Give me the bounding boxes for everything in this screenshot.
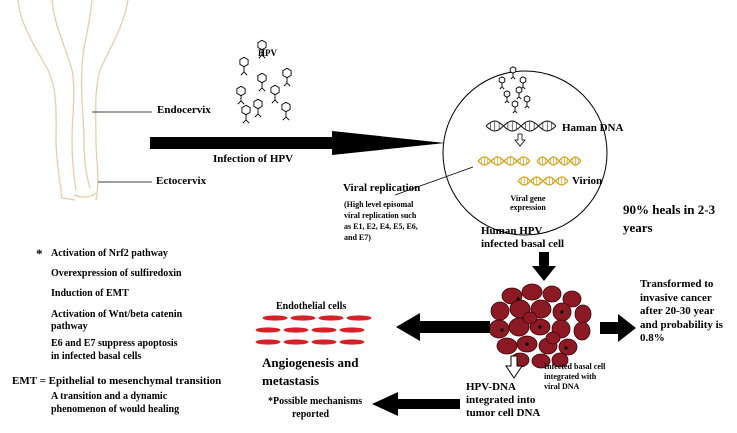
endothelial-cell (346, 315, 372, 321)
cell-nucleus (560, 310, 564, 314)
endothelial-cell (255, 339, 281, 345)
endothelial-cells (255, 315, 372, 345)
angiogenesis-label: Angiogenesis and metastasis (262, 355, 359, 388)
virion-label: Virion (572, 175, 603, 187)
tumor-cell (562, 290, 582, 308)
tumor-cell (558, 338, 578, 356)
endothelial-cell (255, 327, 281, 333)
endothelial-cell (318, 315, 344, 321)
viral-dna-helix (477, 156, 531, 166)
endothelial-cell (339, 339, 365, 345)
transform-arrow (600, 314, 636, 342)
infection-arrow (150, 131, 445, 155)
tumor-cell (490, 301, 510, 321)
tumor-cell (542, 285, 562, 303)
cell-nucleus (525, 342, 529, 346)
endothelial-cell (283, 327, 309, 333)
emt-definition: EMT = Epithelial to mesenchymal transiti… (12, 375, 222, 387)
virus-icon (239, 56, 249, 76)
tumor-cell (521, 283, 543, 301)
virus-icon (257, 39, 267, 59)
ectocervix-label: Ectocervix (156, 175, 207, 187)
viral-dna-helix (517, 176, 569, 186)
mechanism-star: * (36, 246, 43, 261)
endothelial-cells-label: Endothelial cells (276, 301, 347, 312)
infected-basal-cell-label: Human HPV infected basal cell (481, 225, 565, 250)
virus-icon (281, 101, 291, 121)
cervix-outline (17, 0, 129, 201)
virus-icon (519, 76, 527, 90)
cell-nucleus (564, 346, 568, 350)
mechanism-item: Activation of Wnt/beta catenin (51, 309, 183, 320)
virus-icon (523, 95, 531, 109)
virus-icon (236, 85, 246, 105)
virus-icon (270, 84, 280, 104)
mechanism-item: E6 and E7 suppress apoptosis (51, 338, 178, 349)
viral-replication-detail: (High level episomal viral replication s… (344, 200, 418, 242)
virus-icon (253, 98, 263, 118)
viral-dna-helix (536, 156, 582, 166)
tumor-cell (551, 352, 569, 368)
virus-icon (241, 104, 251, 124)
hpv-label: HPV (258, 48, 277, 58)
human-dna-label: Haman DNA (562, 122, 624, 134)
tumor-cell (530, 299, 552, 319)
endothelial-cell (283, 339, 309, 345)
cell-nucleus (500, 328, 504, 332)
endothelial-cell (262, 315, 288, 321)
virion-particles (498, 66, 531, 114)
transformed-label: Transformed to invasive cancer after 20-… (640, 278, 723, 344)
emt-detail: A transition and a dynamic phenomenon of… (51, 391, 180, 415)
mechanism-item: Induction of EMT (51, 288, 129, 299)
virus-icon (503, 90, 511, 104)
virus-icon (511, 100, 519, 114)
mechanism-item: Activation of Nrf2 pathway (51, 248, 168, 259)
tumor-cell (531, 353, 551, 369)
cell-nucleus (538, 325, 542, 329)
tumor-cell (573, 321, 591, 341)
heals-label: 90% heals in 2-3 years (623, 202, 716, 235)
endothelial-cell (339, 327, 365, 333)
mechanism-item: Overexpression of sulfiredoxin (51, 268, 182, 279)
virus-icon (282, 67, 292, 87)
tumor-cell-cluster (488, 283, 592, 369)
tumor-cell (496, 337, 518, 355)
virus-icon (515, 86, 523, 100)
virus-icon (509, 66, 517, 80)
tumor-cell (488, 319, 510, 339)
tumor-cell (574, 304, 592, 324)
virus-icon (257, 72, 267, 92)
endothelial-cell (311, 327, 337, 333)
tumor-cell (508, 317, 530, 337)
endothelial-cell (290, 315, 316, 321)
infection-label: Infection of HPV (213, 153, 294, 165)
mechanism-item: pathway (51, 321, 88, 332)
integrated-cell-label: Infected basal cell integrated with vira… (544, 362, 606, 391)
human-dna-helix (485, 120, 557, 132)
tumor-cell (545, 331, 561, 345)
down-arrow (532, 252, 556, 281)
replication-pointer (394, 166, 474, 196)
small-hollow-arrow (514, 133, 526, 147)
endothelial-cell (311, 339, 337, 345)
tumor-cell (522, 311, 538, 325)
viral-replication-title: Viral replication (343, 182, 421, 194)
hollow-down-arrow (505, 355, 523, 379)
hpv-virus-particles (236, 39, 292, 124)
possible-mechanisms-label: *Possible mechanisms reported (268, 396, 363, 420)
mechanism-item: in infected basal cells (51, 351, 142, 362)
cell-nucleus (516, 297, 520, 301)
hpv-dna-label: HPV-DNA integrated into tumor cell DNA (466, 381, 541, 419)
angiogenesis-arrow (396, 313, 490, 341)
mechanisms-arrow (372, 392, 460, 416)
host-cell-circle (442, 70, 608, 236)
viral-gene-expression-label: Viral gene expression (510, 194, 546, 213)
endocervix-label: Endocervix (157, 104, 211, 116)
virus-icon (498, 76, 506, 90)
